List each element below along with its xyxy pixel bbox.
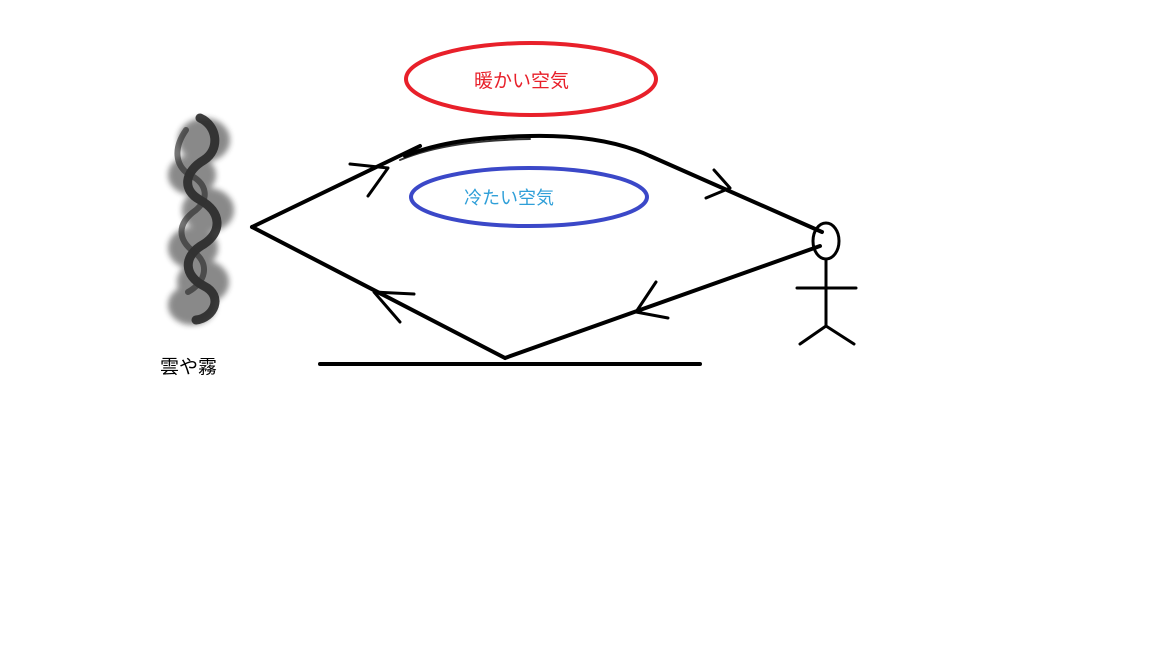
cold-air-ellipse [409,166,649,228]
arrowhead-lower-left [372,290,416,324]
warm-air-label: 暖かい空気 [474,70,570,92]
cloud-fog-label: 雲や霧 [160,356,218,378]
stick-figure-leg-right [824,324,856,346]
upper-left-path [250,144,422,229]
lower-right-path [503,244,822,360]
stick-figure-icon [795,221,858,346]
stick-figure-leg-left [798,324,828,346]
stick-figure-head [811,221,841,261]
top-arc-path [403,133,652,158]
cold-air-label: 冷たい空気 [464,188,554,209]
arrowhead-upper-left [348,162,390,198]
cloud-fog-icon [168,113,234,325]
warm-air-ellipse [404,41,658,117]
arrowhead-lower-right [634,280,670,320]
upper-right-path [648,154,824,234]
arrowhead-upper-right [704,168,732,200]
